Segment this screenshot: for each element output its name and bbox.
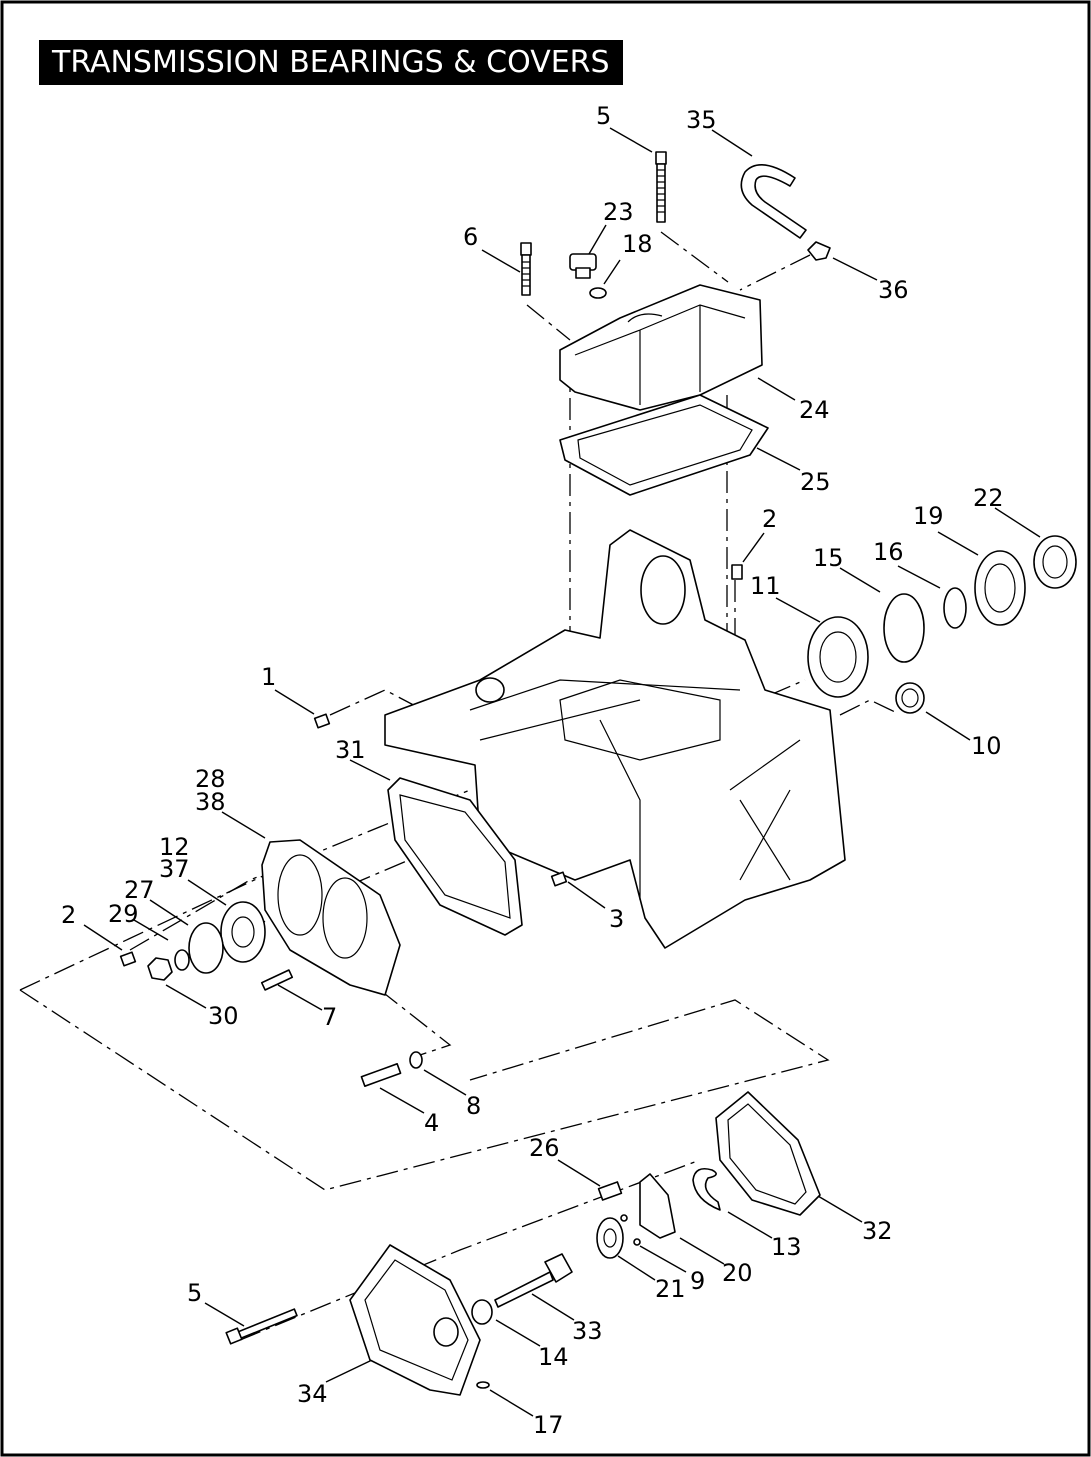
callout-29: 29 [108, 900, 139, 928]
callout-28: 28 [195, 765, 226, 793]
seal-19 [974, 550, 1026, 626]
callout-10: 10 [971, 732, 1002, 760]
detent-20 [639, 1173, 676, 1239]
callout-1: 1 [261, 663, 276, 691]
screw-5-top [655, 151, 667, 223]
snap-ring-27 [188, 922, 224, 974]
callout-2-left: 2 [61, 901, 76, 929]
vent-hose-35 [740, 164, 807, 239]
dowel-1 [313, 713, 331, 729]
callout-32: 32 [862, 1217, 893, 1245]
spacer-22 [1033, 535, 1077, 589]
callout-2-top: 2 [762, 505, 777, 533]
callout-35: 35 [686, 106, 717, 134]
o-ring-14 [471, 1299, 493, 1325]
gasket-31 [387, 777, 523, 936]
fitting-36 [807, 241, 831, 261]
washer-8 [409, 1051, 423, 1069]
callout-30: 30 [208, 1002, 239, 1030]
callout-24: 24 [799, 396, 830, 424]
top-cover-24 [559, 284, 763, 411]
callout-18: 18 [622, 230, 653, 258]
callout-25: 25 [800, 468, 831, 496]
o-ring-17 [476, 1381, 490, 1389]
callout-17: 17 [533, 1411, 564, 1439]
callout-15: 15 [813, 544, 844, 572]
callout-5-bottom: 5 [187, 1279, 202, 1307]
callout-6: 6 [463, 223, 478, 251]
callout-14: 14 [538, 1343, 569, 1371]
screw-5-bottom [225, 1308, 298, 1345]
callout-13: 13 [771, 1233, 802, 1261]
callout-16: 16 [873, 538, 904, 566]
dowel-2-left [119, 951, 137, 967]
callout-31: 31 [335, 736, 366, 764]
callout-22: 22 [973, 484, 1004, 512]
callout-19: 19 [913, 502, 944, 530]
callout-3: 3 [609, 905, 624, 933]
callout-9: 9 [690, 1267, 705, 1295]
snap-ring-15 [883, 593, 925, 663]
side-cover-34 [349, 1244, 481, 1396]
callout-8: 8 [466, 1092, 481, 1120]
bearing-housing-28 [261, 839, 401, 996]
screw-6 [520, 242, 532, 296]
o-ring-18 [589, 287, 607, 299]
callout-33: 33 [572, 1317, 603, 1345]
callout-20: 20 [722, 1259, 753, 1287]
callout-37: 37 [159, 855, 190, 883]
o-ring-16 [943, 587, 967, 629]
part-26 [597, 1181, 623, 1201]
dowel-2-top [731, 564, 743, 580]
nut-30 [147, 957, 173, 981]
gasket-32 [715, 1091, 821, 1216]
callout-labels: 5 35 23 18 6 36 24 25 2 22 19 16 15 11 1… [61, 102, 1004, 1439]
callout-27: 27 [124, 876, 155, 904]
callout-34: 34 [297, 1380, 328, 1408]
bearing-12 [220, 901, 266, 963]
screw-7 [260, 969, 294, 991]
dipstick-33 [494, 1253, 573, 1308]
gasket-25 [559, 394, 769, 496]
bearing-10 [895, 682, 925, 714]
bearing-11 [807, 616, 869, 698]
screw-4 [360, 1063, 402, 1087]
callout-38: 38 [195, 788, 226, 816]
snap-ring-13 [692, 1167, 721, 1211]
callout-23: 23 [603, 198, 634, 226]
diagram-title: TRANSMISSION BEARINGS & COVERS [39, 40, 623, 85]
callout-5-top: 5 [596, 102, 611, 130]
part-21 [596, 1217, 624, 1259]
callout-4: 4 [424, 1109, 439, 1137]
callout-12: 12 [159, 833, 190, 861]
callout-7: 7 [322, 1003, 337, 1031]
callout-26: 26 [529, 1134, 560, 1162]
callout-21: 21 [655, 1275, 686, 1303]
callout-11: 11 [750, 572, 781, 600]
callout-36: 36 [878, 276, 909, 304]
leader-lines [83, 127, 1041, 1417]
switch-23 [569, 253, 597, 279]
dowel-3 [550, 871, 568, 887]
balls-9 [620, 1214, 641, 1246]
spacer-29 [174, 949, 190, 971]
